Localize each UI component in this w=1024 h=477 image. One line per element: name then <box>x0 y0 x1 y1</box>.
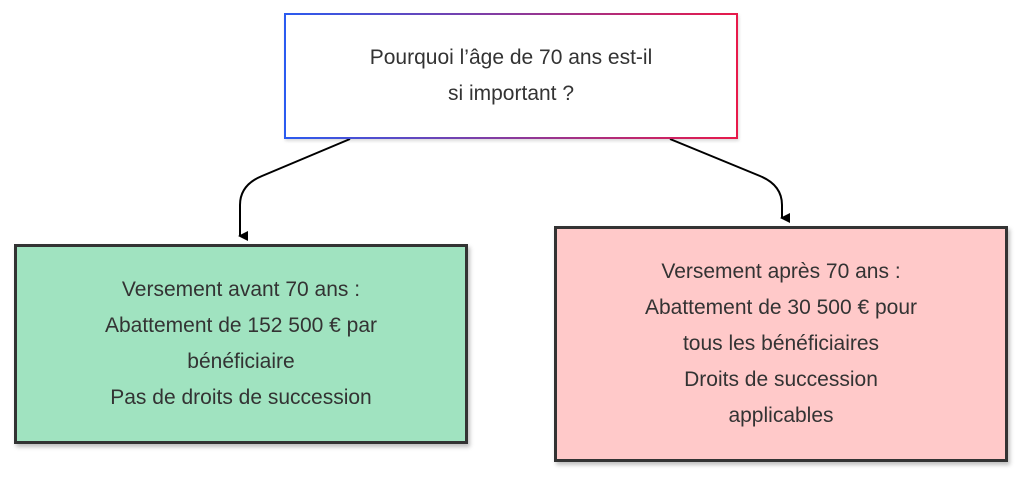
before-70-node: Versement avant 70 ans : Abattement de 1… <box>14 244 468 444</box>
node-line: applicables <box>728 404 834 427</box>
node-line: Versement après 70 ans : <box>661 260 901 283</box>
question-line: Pourquoi l’âge de 70 ans est-il <box>369 46 653 69</box>
arrow-to-before <box>238 138 351 241</box>
node-line: Abattement de 30 500 € pour <box>644 296 918 319</box>
question-node: Pourquoi l’âge de 70 ans est-il si impor… <box>284 13 738 139</box>
question-line: si important ? <box>447 82 575 105</box>
node-line: tous les bénéficiaires <box>682 332 880 355</box>
node-line: Pas de droits de succession <box>110 386 372 409</box>
node-line: Abattement de 152 500 € par <box>104 314 378 337</box>
after-70-node: Versement après 70 ans : Abattement de 3… <box>554 226 1008 462</box>
node-line: bénéficiaire <box>187 350 295 373</box>
arrow-to-after <box>669 138 790 223</box>
node-line: Versement avant 70 ans : <box>121 278 361 301</box>
node-line: Droits de succession <box>684 368 878 391</box>
